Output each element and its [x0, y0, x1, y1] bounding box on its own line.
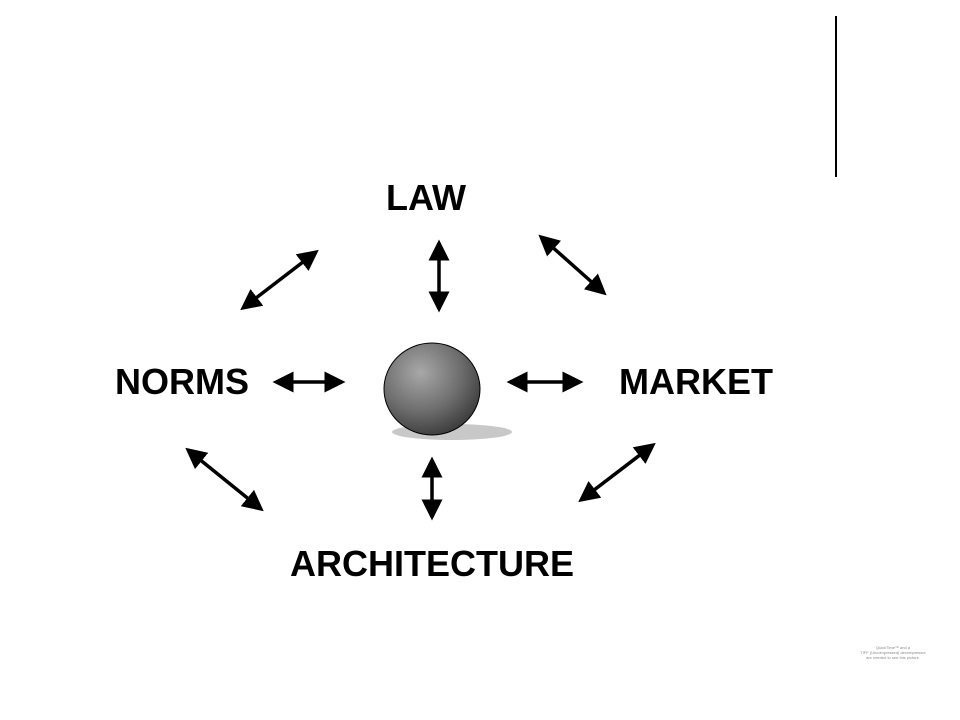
arrow-norms-law	[240, 249, 319, 311]
placeholder-line-2: TIFF (Uncompressed) decompressor	[860, 650, 926, 655]
node-law: LAW	[386, 177, 466, 218]
placeholder-line-1: QuickTime™ and a	[875, 645, 911, 650]
arrow-norms-architecture	[185, 447, 264, 512]
central-sphere	[383, 342, 481, 436]
arrow-law-market	[538, 234, 607, 296]
placeholder-line-3: are needed to see this picture.	[866, 655, 920, 660]
node-norms: NORMS	[115, 361, 249, 402]
missing-picture-placeholder: QuickTime™ and a TIFF (Uncompressed) dec…	[848, 645, 938, 660]
arrow-market-architecture	[578, 442, 656, 503]
node-market: MARKET	[619, 361, 773, 402]
node-architecture: ARCHITECTURE	[290, 543, 574, 584]
